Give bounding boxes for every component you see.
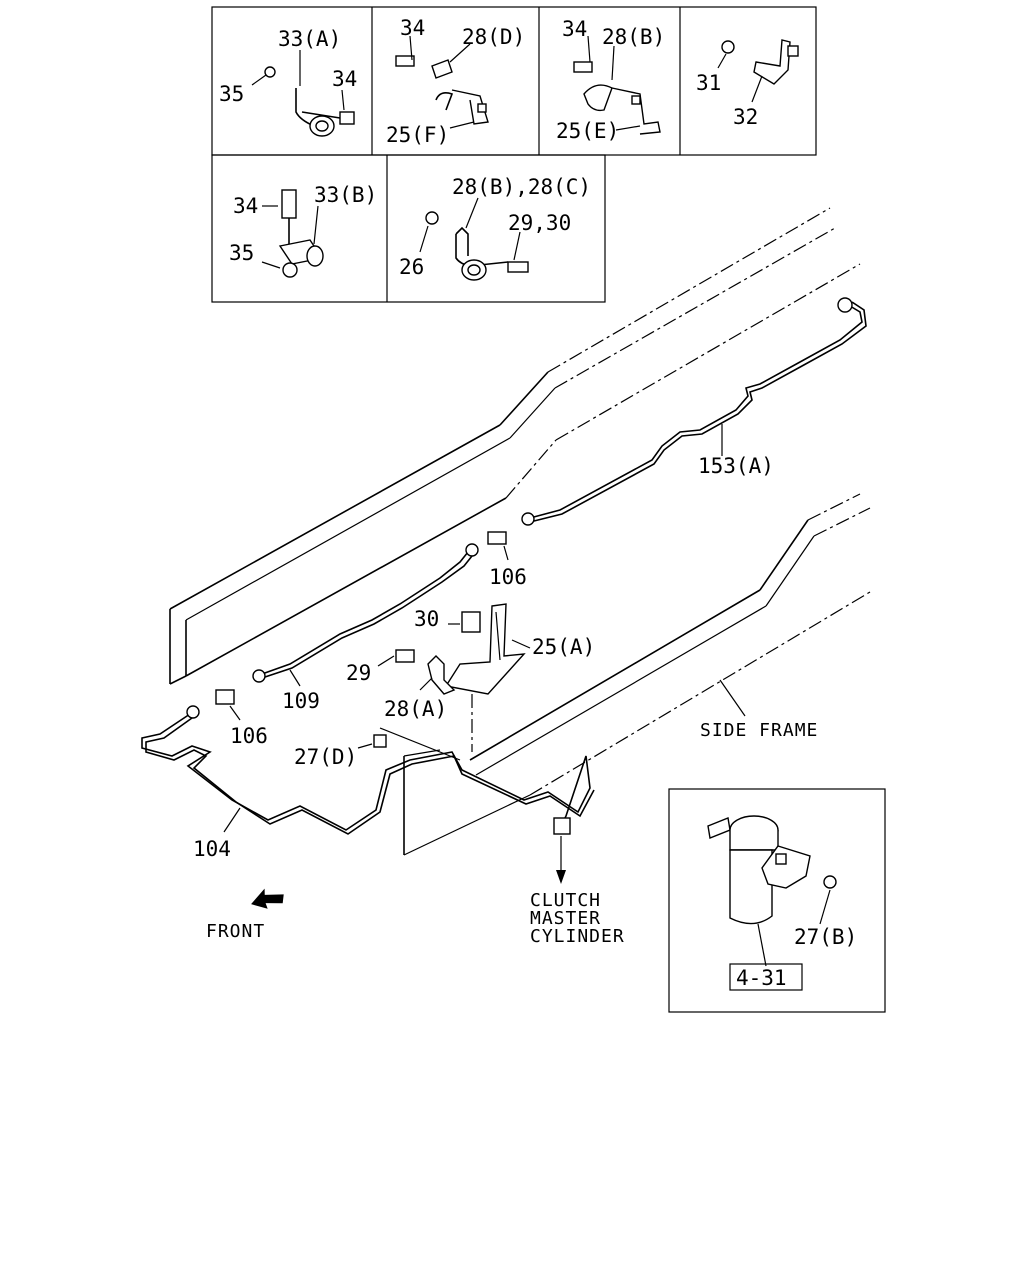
label-29-30: 29,30 bbox=[508, 211, 571, 235]
pipe-104: 104 bbox=[141, 705, 595, 861]
pipe-109: 109 bbox=[252, 543, 479, 713]
label-25e: 25(E) bbox=[556, 119, 619, 143]
nut-icon bbox=[425, 211, 439, 225]
label-35: 35 bbox=[219, 82, 244, 106]
flare-nut-icon bbox=[553, 817, 571, 835]
label-25a: 25(A) bbox=[532, 635, 595, 659]
label-front: FRONT bbox=[206, 921, 265, 942]
label-104: 104 bbox=[193, 837, 231, 861]
reference-box bbox=[729, 963, 803, 991]
nut-icon bbox=[823, 875, 837, 889]
label-29: 29 bbox=[346, 661, 371, 685]
flare-nut-icon bbox=[521, 512, 535, 526]
label-35: 35 bbox=[229, 241, 254, 265]
label-clutch: CLUTCH bbox=[530, 890, 601, 911]
side-frame-callout: SIDE FRAME bbox=[700, 679, 818, 741]
nut-icon bbox=[264, 66, 276, 78]
inset-box-5: 34 33(B) 35 bbox=[229, 183, 377, 278]
alignment-leader bbox=[379, 727, 461, 761]
label-109: 109 bbox=[282, 689, 320, 713]
nut-27d: 27(D) bbox=[294, 734, 387, 769]
bolt-29: 29 bbox=[346, 649, 415, 685]
label-31: 31 bbox=[696, 71, 721, 95]
reservoir-icon bbox=[729, 849, 773, 925]
label-33a: 33(A) bbox=[278, 27, 341, 51]
inset-box-6: 28(B),28(C) 29,30 26 bbox=[399, 175, 591, 281]
connector-icon bbox=[215, 689, 235, 705]
detail-box: 27(B) 4-31 bbox=[668, 788, 886, 1013]
flare-nut-icon bbox=[837, 297, 853, 313]
bolt-icon bbox=[281, 189, 297, 219]
connector-106-lower: 106 bbox=[215, 689, 268, 748]
side-frame-rails bbox=[169, 207, 871, 856]
bolt-icon bbox=[507, 261, 529, 273]
bolt-icon bbox=[787, 45, 799, 57]
nut-icon bbox=[373, 734, 387, 748]
bolt-icon bbox=[395, 649, 415, 663]
front-arrow-icon bbox=[251, 888, 284, 909]
nut-icon bbox=[282, 262, 298, 278]
label-30: 30 bbox=[414, 607, 439, 631]
bracket-25a: 30 25(A) bbox=[414, 603, 595, 695]
front-indicator: FRONT bbox=[206, 888, 284, 942]
label-27d: 27(D) bbox=[294, 745, 357, 769]
inset-box-4: 31 32 bbox=[696, 39, 799, 129]
flare-nut-icon bbox=[465, 543, 479, 557]
clutch-callout: CLUTCH MASTER CYLINDER bbox=[530, 836, 625, 947]
label-34: 34 bbox=[332, 67, 357, 91]
inset-grid bbox=[211, 6, 817, 303]
label-ref: 4-31 bbox=[736, 966, 787, 990]
connector-106-upper: 106 bbox=[487, 531, 527, 589]
label-106-upper: 106 bbox=[489, 565, 527, 589]
bolt-icon bbox=[573, 61, 593, 73]
inset-box-1: 33(A) 34 35 bbox=[219, 27, 357, 137]
label-34: 34 bbox=[562, 17, 587, 41]
flare-nut-icon bbox=[252, 669, 266, 683]
bolt-icon bbox=[339, 111, 355, 125]
label-34: 34 bbox=[233, 194, 258, 218]
label-28b-28c: 28(B),28(C) bbox=[452, 175, 591, 199]
label-32: 32 bbox=[733, 105, 758, 129]
label-27b: 27(B) bbox=[794, 925, 857, 949]
pipe-153a: 153(A) bbox=[521, 297, 867, 526]
label-34: 34 bbox=[400, 16, 425, 40]
clamp-28a: 28(A) bbox=[384, 655, 456, 721]
inset-box-3: 34 28(B) 25(E) bbox=[556, 17, 665, 143]
label-28b: 28(B) bbox=[602, 25, 665, 49]
label-25f: 25(F) bbox=[386, 123, 449, 147]
label-28a: 28(A) bbox=[384, 697, 447, 721]
label-26: 26 bbox=[399, 255, 424, 279]
bolt-icon bbox=[395, 55, 415, 67]
nut-icon bbox=[721, 40, 735, 54]
label-106-lower: 106 bbox=[230, 724, 268, 748]
connector-icon bbox=[487, 531, 507, 545]
inset-box-2: 34 28(D) 25(F) bbox=[386, 16, 525, 147]
bolt-icon bbox=[461, 611, 481, 633]
label-master: MASTER bbox=[530, 908, 601, 929]
label-33b: 33(B) bbox=[314, 183, 377, 207]
label-153a: 153(A) bbox=[698, 454, 774, 478]
flare-nut-icon bbox=[186, 705, 200, 719]
label-28d: 28(D) bbox=[462, 25, 525, 49]
label-cylinder: CYLINDER bbox=[530, 926, 625, 947]
label-side-frame: SIDE FRAME bbox=[700, 720, 818, 741]
